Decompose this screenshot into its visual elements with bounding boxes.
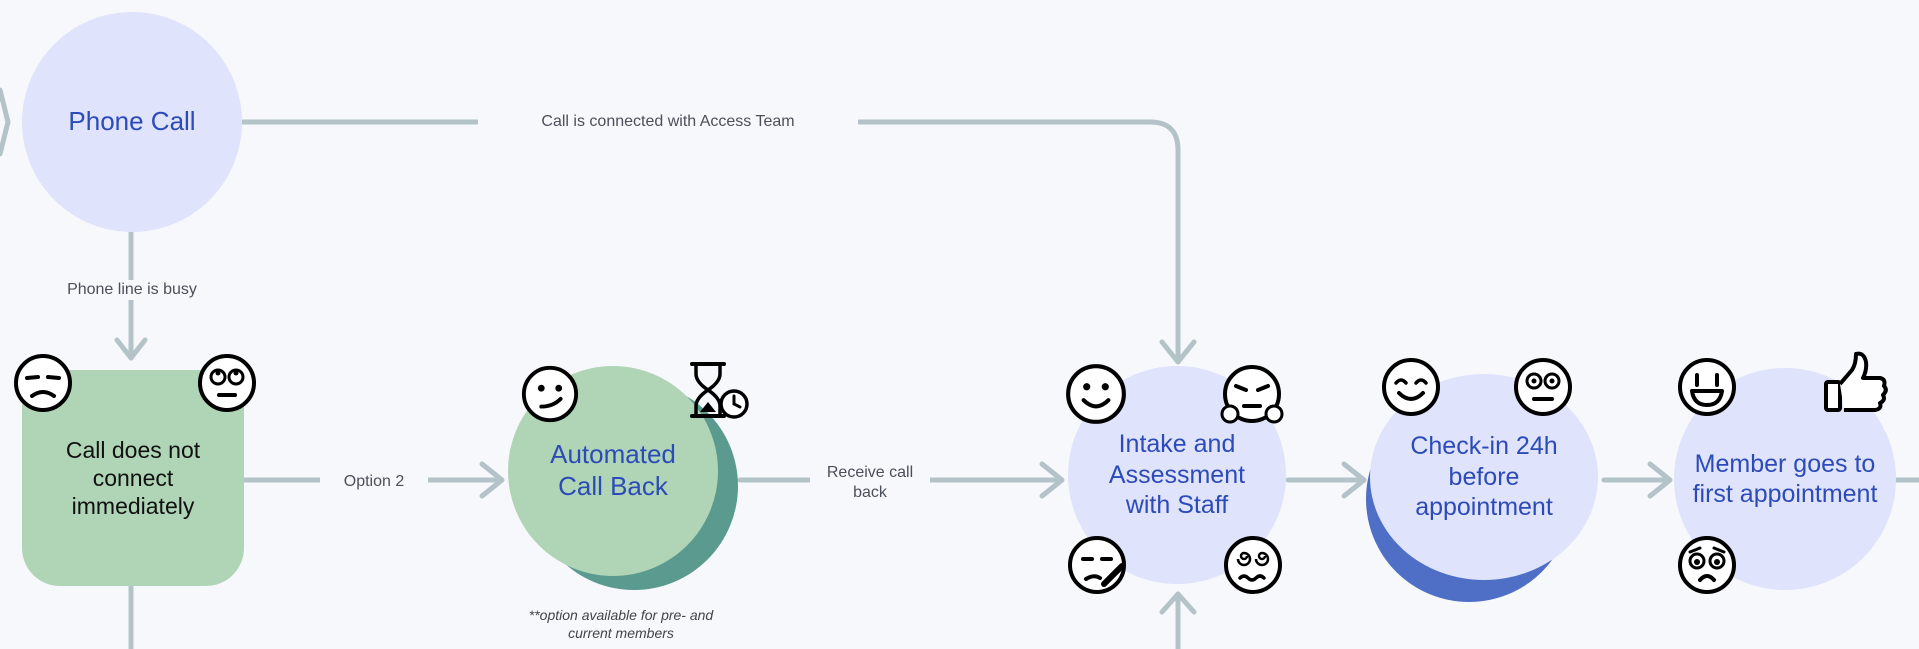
steaming-angry-face-icon <box>1220 365 1284 424</box>
entry-arrow <box>0 87 11 157</box>
connector-phone-to-intake <box>239 119 1181 363</box>
intake-label: Intake and Assessment with Staff <box>1108 430 1246 520</box>
rolling-eyes-face-icon <box>198 354 256 412</box>
grin-face-icon <box>1678 358 1736 416</box>
dizzy-face-icon <box>1224 536 1282 594</box>
arrowhead-checkin <box>1341 461 1367 499</box>
thermometer-face-icon <box>1068 536 1126 594</box>
smirk-face-icon <box>521 365 579 423</box>
arrowhead-intake-bottom <box>1159 591 1197 615</box>
checkin-label: Check-in 24h before appointment <box>1410 432 1558 522</box>
phone-call-label: Phone Call <box>68 106 196 137</box>
neutral-face-icon <box>1514 358 1572 416</box>
sad-face-icon <box>14 354 72 412</box>
edge-label-option2: Option 2 <box>320 472 428 492</box>
hourglass-clock-icon <box>690 362 749 419</box>
call-not-connect-label: Call does not connect immediately <box>65 436 201 520</box>
phone-call-node: Phone Call <box>22 12 242 232</box>
edge-label-receive-callback: Receive call back <box>810 463 930 503</box>
arrowhead-intake-left <box>1039 461 1065 499</box>
call-not-connect-node: Call does not connect immediately <box>22 370 244 586</box>
arrowhead-automated <box>479 461 505 499</box>
smile-face-icon <box>1066 364 1126 424</box>
arrowhead-busy <box>114 337 148 361</box>
callback-availability-note: **option available for pre- and current … <box>528 607 714 642</box>
arrowhead-intake-top <box>1159 339 1197 365</box>
member-first-label: Member goes to first appointment <box>1692 449 1878 509</box>
arrowhead-member <box>1647 461 1673 499</box>
thumbs-up-icon <box>1824 351 1888 412</box>
happy-face-icon <box>1382 358 1440 416</box>
worried-face-icon <box>1678 536 1736 594</box>
edge-label-busy: Phone line is busy <box>30 280 234 300</box>
automated-callback-label: Automated Call Back <box>550 439 676 501</box>
edge-label-connected: Call is connected with Access Team <box>478 112 858 132</box>
